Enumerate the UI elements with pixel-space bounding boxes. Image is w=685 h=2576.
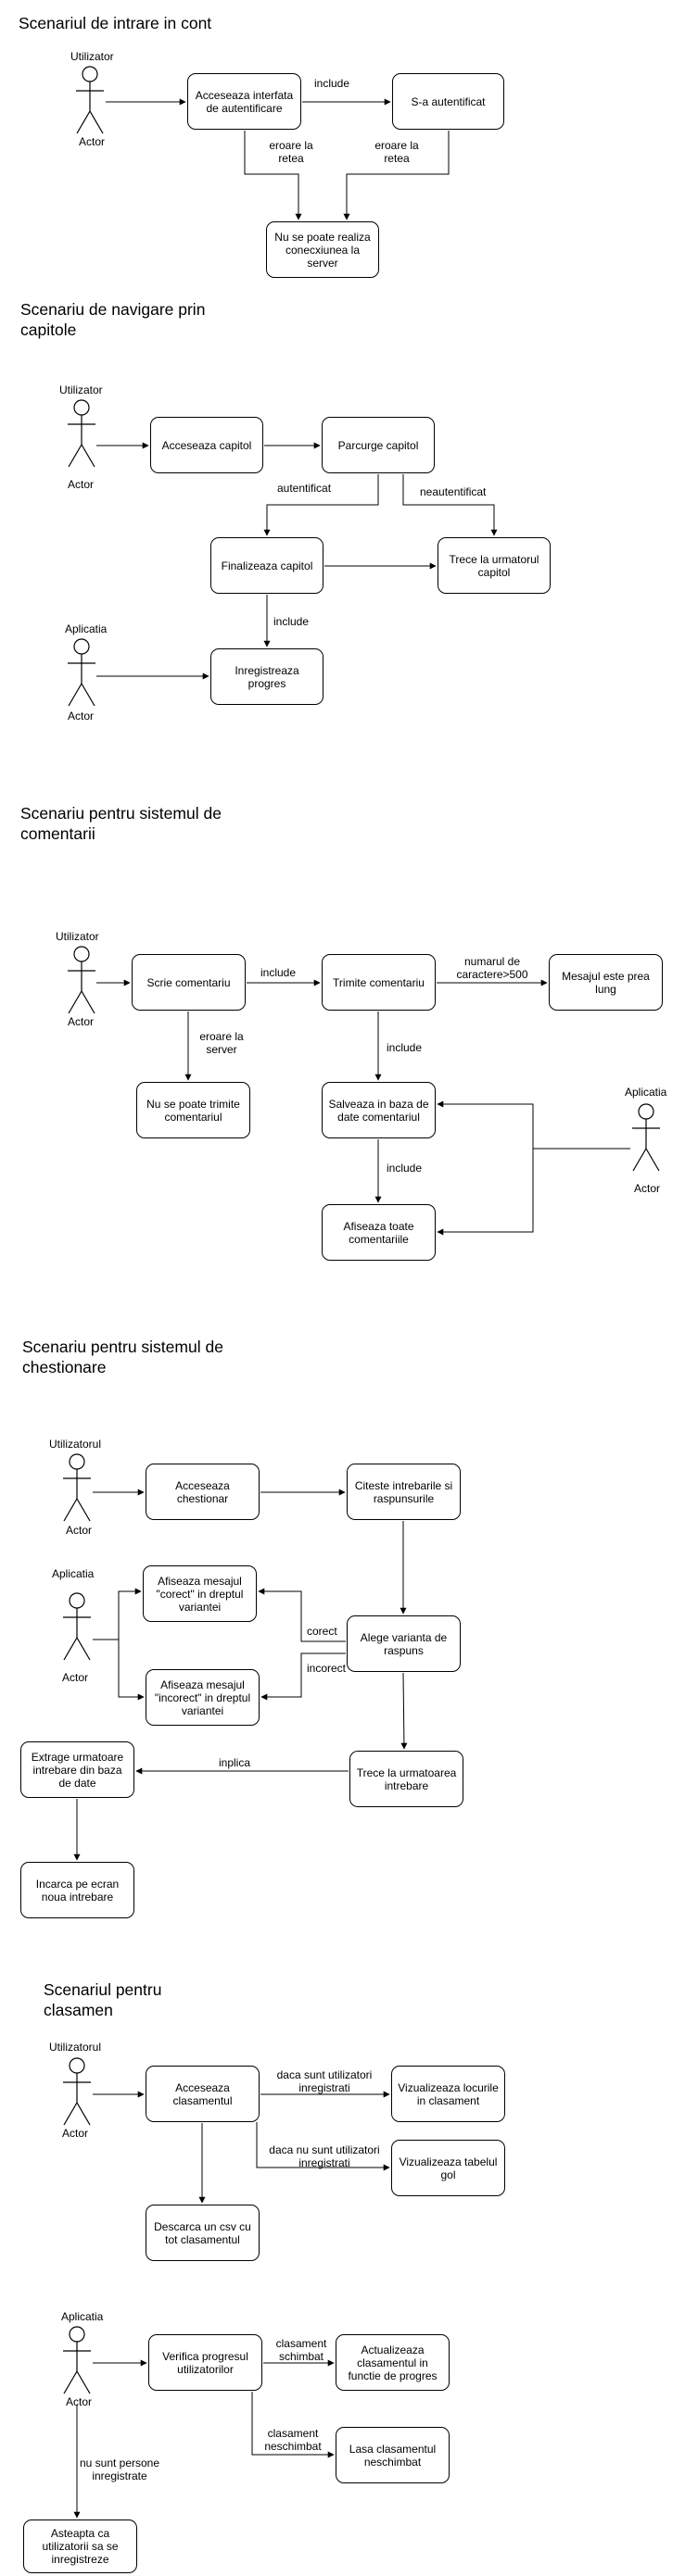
title-scenariu-sistem-chestionare: Scenariu pentru sistemul de chestionare: [22, 1338, 223, 1376]
actor-stick-figure: [68, 946, 95, 1014]
box-finalizeaza-capitol[interactable]: Finalizeaza capitol: [210, 537, 323, 594]
box-acceseaza-clasamentul[interactable]: Acceseaza clasamentul: [146, 2066, 260, 2122]
connector-arrow: [118, 1640, 145, 1701]
title-scenariu-sistem-comentarii: Scenariu pentru sistemul de comentarii: [20, 804, 222, 843]
box-parcurge-capitol[interactable]: Parcurge capitol: [322, 417, 435, 473]
actor-role-aplicatia: Aplicatia: [52, 1567, 95, 1580]
edge-label-neautentificat: neautentificat: [419, 485, 488, 498]
box-vizualizeaza-locurile[interactable]: Vizualizeaza locurile in clasament: [391, 2066, 505, 2122]
actor-name: Actor: [79, 135, 106, 148]
box-asteapta-utilizatorii[interactable]: Asteapta ca utilizatorii sa se inregistr…: [23, 2519, 137, 2573]
edge-label-numarul-de-caractere: numarul de caractere>500: [456, 955, 528, 981]
connector-arrow: [402, 474, 498, 536]
box-afiseaza-comentariile[interactable]: Afiseaza toate comentariile: [322, 1204, 436, 1261]
actor-name: Actor: [68, 478, 95, 491]
edge-label-inplica: inplica: [218, 1756, 252, 1769]
actor-name: Actor: [66, 1524, 93, 1537]
edge-label-eroare-la-retea: eroare la retea: [269, 139, 313, 165]
edge-label-incorect: incorect: [306, 1662, 348, 1675]
box-inregistreaza-progres[interactable]: Inregistreaza progres: [210, 648, 323, 705]
edge-label-corect: corect: [306, 1625, 338, 1638]
connector-arrow: [437, 1149, 534, 1236]
box-trece-urmatorul-capitol[interactable]: Trece la urmatorul capitol: [438, 537, 551, 594]
edge-label-include: include: [386, 1162, 424, 1175]
actor-role-aplicatia: Aplicatia: [65, 622, 108, 635]
actor-role-utilizator: Utilizator: [59, 383, 103, 396]
edge-label-eroare-la-retea: eroare la retea: [374, 139, 419, 165]
title-scenariul-clasament: Scenariul pentru clasamen: [44, 1980, 162, 2019]
box-verifica-progresul[interactable]: Verifica progresul utilizatorilor: [148, 2334, 262, 2391]
title-scenariul-intrare-cont: Scenariul de intrare in cont: [19, 14, 212, 32]
box-afiseaza-corect[interactable]: Afiseaza mesajul "corect" in dreptul var…: [143, 1565, 257, 1622]
box-descarca-csv[interactable]: Descarca un csv cu tot clasamentul: [146, 2205, 260, 2261]
actor-stick-figure: [63, 1453, 91, 1522]
box-vizualizeaza-tabelul-gol[interactable]: Vizualizeaza tabelul gol: [391, 2140, 505, 2196]
box-mesajul-prea-lung[interactable]: Mesajul este prea lung: [549, 954, 663, 1011]
actor-stick-figure: [63, 2326, 91, 2394]
connector-arrow: [400, 1672, 408, 1750]
box-citeste-intrebarile[interactable]: Citeste intrebarile si raspunsurile: [347, 1464, 461, 1520]
connector-arrow: [263, 474, 379, 536]
connector-arrow: [258, 1588, 346, 1642]
edge-label-nu-sunt-persone: nu sunt persone inregistrate: [79, 2457, 160, 2482]
box-lasa-clasamentul-neschimbat[interactable]: Lasa clasamentul neschimbat: [336, 2427, 450, 2483]
box-acceseaza-capitol[interactable]: Acceseaza capitol: [150, 417, 263, 473]
actor-role-utilizator: Utilizator: [70, 50, 114, 63]
box-salveaza-comentariul[interactable]: Salveaza in baza de date comentariul: [322, 1082, 436, 1138]
box-acceseaza-interfata-autentificare[interactable]: Acceseaza interfata de autentificare: [187, 73, 301, 130]
box-extrage-urmatoare-intrebare[interactable]: Extrage urmatoare intrebare din baza de …: [20, 1741, 134, 1798]
connector-arrow: [93, 1588, 142, 1640]
edge-label-include: include: [273, 615, 311, 628]
box-acceseaza-chestionar[interactable]: Acceseaza chestionar: [146, 1464, 260, 1520]
edge-label-daca-sunt-utilizatori: daca sunt utilizatori inregistrati: [276, 2068, 373, 2094]
box-trimite-comentariu[interactable]: Trimite comentariu: [322, 954, 436, 1011]
actor-name: Actor: [62, 2127, 89, 2140]
actor-name: Actor: [68, 710, 95, 723]
actor-role-aplicatia: Aplicatia: [625, 1086, 667, 1099]
connector-arrow: [251, 2392, 335, 2458]
box-scrie-comentariu[interactable]: Scrie comentariu: [132, 954, 246, 1011]
box-incarca-noua-intrebare[interactable]: Incarca pe ecran noua intrebare: [20, 1862, 134, 1918]
edge-label-daca-nu-sunt-utilizatori: daca nu sunt utilizatori inregistrati: [269, 2143, 380, 2169]
actor-role-aplicatia: Aplicatia: [61, 2310, 104, 2323]
title-scenariu-navigare-capitole: Scenariu de navigare prin capitole: [20, 300, 206, 339]
actor-stick-figure: [63, 1592, 91, 1661]
actor-name: Actor: [634, 1182, 661, 1195]
box-nu-se-poate-trimite-comentariul[interactable]: Nu se poate trimite comentariul: [136, 1082, 250, 1138]
box-s-a-autentificat[interactable]: S-a autentificat: [392, 73, 504, 130]
box-trece-urmatoarea-intrebare[interactable]: Trece la urmatoarea intrebare: [349, 1751, 463, 1807]
connector-arrow: [244, 131, 302, 220]
actor-name: Actor: [66, 2395, 93, 2408]
connector-arrow: [256, 2122, 390, 2171]
actor-role-utilizator: Utilizator: [56, 930, 99, 943]
actor-role-utilizatorul: Utilizatorul: [49, 1438, 102, 1451]
box-actualizeaza-clasamentul[interactable]: Actualizeaza clasamentul in functie de p…: [336, 2334, 450, 2391]
actor-stick-figure: [68, 399, 95, 468]
actor-stick-figure: [76, 66, 104, 134]
box-nu-se-poate-realiza-conexiunea[interactable]: Nu se poate realiza conecxiunea la serve…: [266, 221, 379, 278]
connector-arrow: [260, 1652, 346, 1701]
edge-label-eroare-la-server: eroare la server: [199, 1030, 244, 1056]
connector-arrow: [343, 131, 450, 220]
connector-arrow: [437, 1100, 630, 1150]
actor-stick-figure: [68, 638, 95, 707]
actor-name: Actor: [62, 1671, 89, 1684]
edge-label-include: include: [386, 1041, 424, 1054]
edge-label-include: include: [260, 966, 298, 979]
edge-label-clasament-neschimbat: clasament neschimbat: [264, 2427, 322, 2453]
box-afiseaza-incorect[interactable]: Afiseaza mesajul "incorect" in dreptul v…: [146, 1669, 260, 1726]
box-alege-varianta[interactable]: Alege varianta de raspuns: [347, 1615, 461, 1672]
actor-role-utilizatorul: Utilizatorul: [49, 2041, 102, 2054]
actor-name: Actor: [68, 1015, 95, 1028]
actor-stick-figure: [63, 2057, 91, 2126]
edge-label-autentificat: autentificat: [276, 482, 333, 495]
actor-stick-figure: [632, 1103, 660, 1172]
edge-label-include: include: [313, 77, 351, 90]
edge-label-clasament-schimbat: clasament schimbat: [275, 2337, 327, 2363]
